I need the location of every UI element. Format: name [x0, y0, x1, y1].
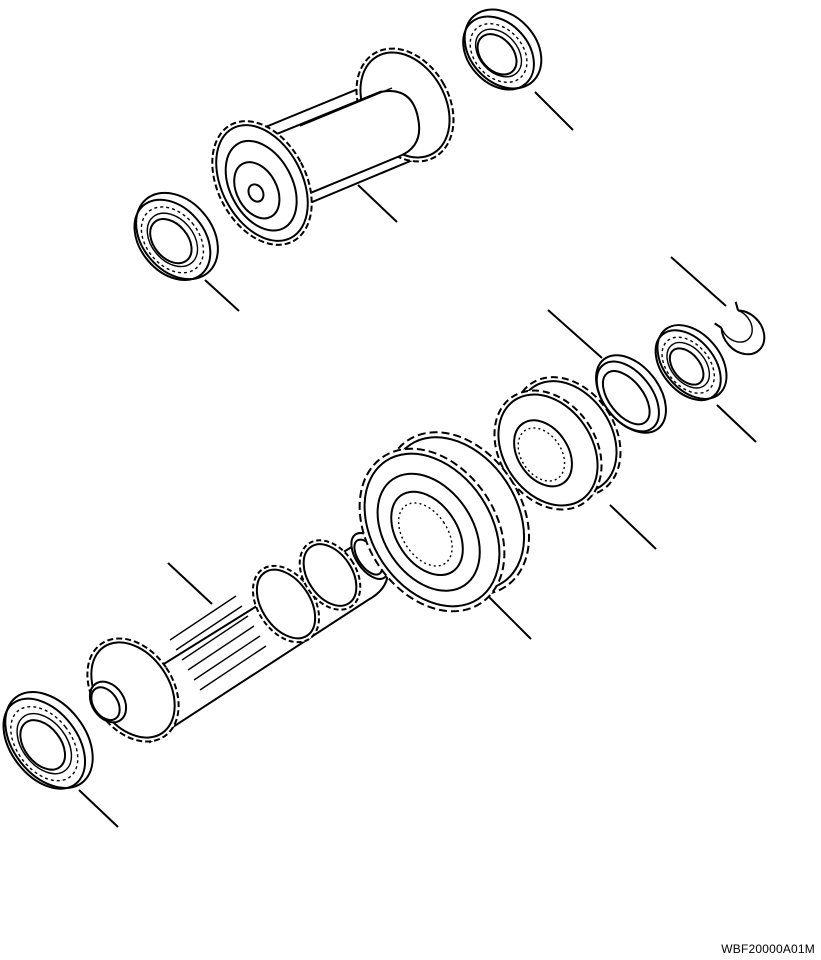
- leader-line: [670, 256, 727, 307]
- bearing-mid-right: [654, 324, 728, 402]
- spur-gear-small: [493, 376, 622, 511]
- leader-line: [547, 309, 603, 359]
- leader-line: [167, 562, 213, 605]
- bearing-upper-left: [133, 191, 219, 281]
- leader-line: [716, 404, 757, 443]
- leader-line: [483, 591, 532, 640]
- leader-line: [204, 279, 240, 312]
- leader-lines: [78, 91, 757, 828]
- bearing-lower-left: [2, 691, 94, 790]
- thrust-washer: [595, 354, 667, 434]
- snap-ring: [714, 301, 766, 356]
- leader-line: [357, 184, 398, 223]
- counter-shaft-gear: [211, 47, 455, 246]
- leader-line: [78, 789, 119, 828]
- bearing-upper-right: [462, 8, 543, 91]
- figure-code: WBF20000A01M: [721, 942, 815, 956]
- splined-input-shaft: [86, 532, 390, 744]
- spur-gear-large: [358, 431, 530, 613]
- leader-line: [609, 504, 657, 550]
- leader-line: [534, 91, 574, 131]
- spline-grooves: [169, 595, 267, 691]
